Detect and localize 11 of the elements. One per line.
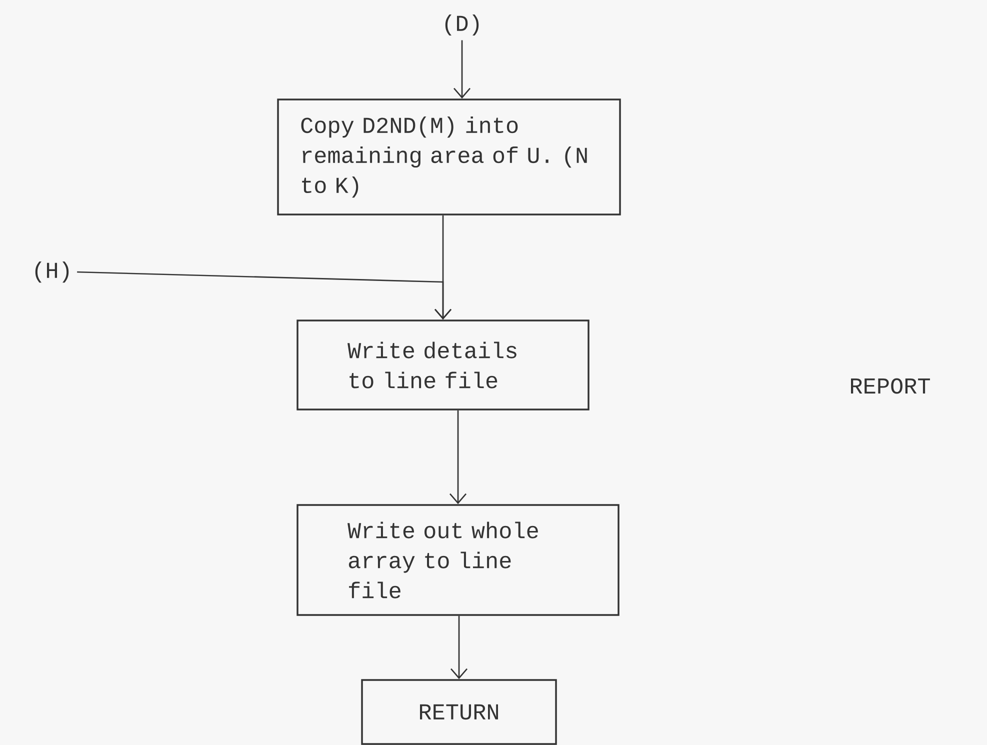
arrow (77, 271, 452, 320)
arrow (450, 616, 468, 680)
arrow (450, 410, 467, 504)
process-box: Write details to line file (296, 320, 590, 410)
side-label: REPORT (851, 378, 930, 394)
connector-label: (H) (35, 261, 69, 283)
process-box: RETURN (361, 679, 557, 745)
process-box: Write out whole array to line file (296, 504, 620, 616)
connector-label: (D) (445, 14, 479, 36)
arrow (454, 40, 471, 99)
process-box: Copy D2ND(M) into remaining area of U. (N to K) (277, 98, 621, 216)
